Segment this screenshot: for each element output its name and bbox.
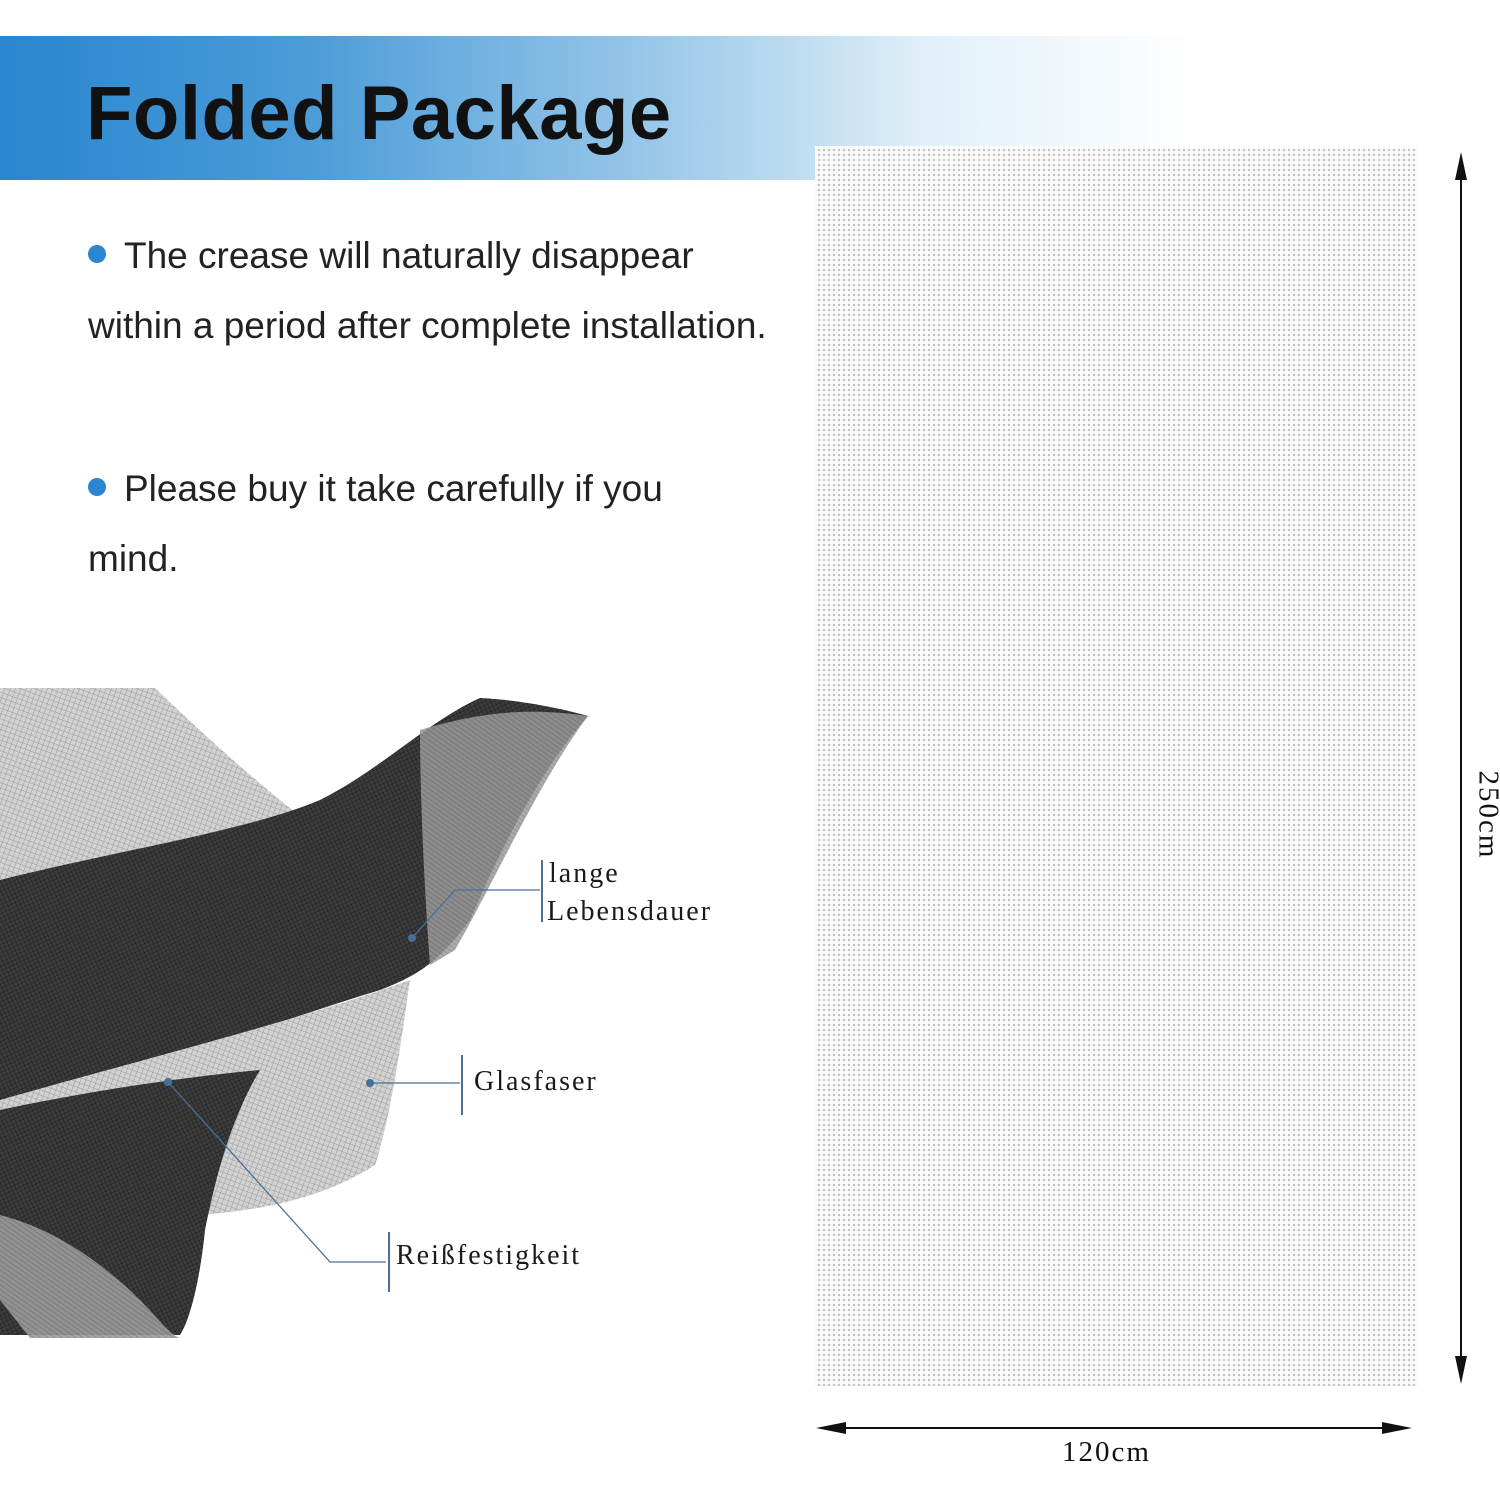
bullet-icon (88, 245, 106, 264)
page-title: Folded Package (86, 71, 672, 156)
height-dimension-label: 250cm (1472, 770, 1500, 860)
folded-mesh-illustration (0, 688, 588, 1338)
mesh-screen-panel (815, 146, 1417, 1386)
note-advice-text: Please buy it take carefully if you mind… (88, 468, 663, 579)
callout-material: Glasfaser (474, 1066, 598, 1097)
note-crease: The crease will naturally disappear with… (88, 221, 778, 361)
callout-strength: Reißfestigkeit (396, 1240, 582, 1271)
width-dimension-label: 120cm (1062, 1436, 1151, 1468)
callout-durability-line2: Lebensdauer (547, 896, 713, 927)
note-advice: Please buy it take carefully if you mind… (88, 454, 668, 594)
callout-durability-line1: lange (549, 858, 620, 889)
bullet-icon (88, 478, 106, 497)
note-crease-text: The crease will naturally disappear with… (88, 235, 767, 346)
